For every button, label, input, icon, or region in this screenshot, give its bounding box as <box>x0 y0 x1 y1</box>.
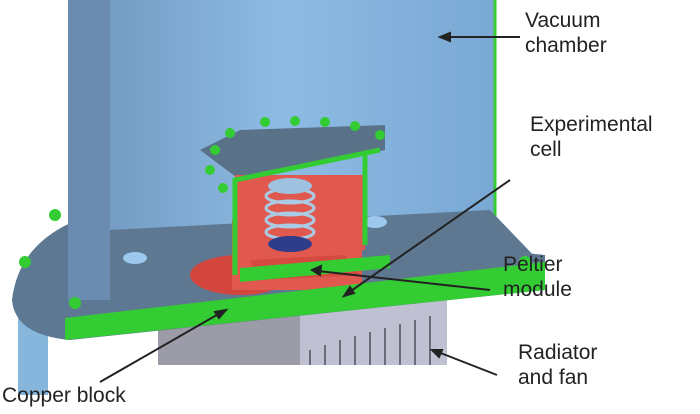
label-line: Experimental <box>530 113 653 136</box>
base-plate-section <box>65 262 545 340</box>
label-line: module <box>503 278 572 301</box>
label-copper-block: Copper block <box>2 384 126 407</box>
label-line: cell <box>530 138 562 161</box>
label-line: Radiator <box>518 341 598 364</box>
label-line: Peltier <box>503 253 563 276</box>
leader-lines <box>99 31 520 383</box>
label-line: chamber <box>525 34 607 57</box>
label-line: and fan <box>518 366 589 389</box>
label-line: Vacuum <box>525 9 601 32</box>
bolts <box>19 209 531 309</box>
